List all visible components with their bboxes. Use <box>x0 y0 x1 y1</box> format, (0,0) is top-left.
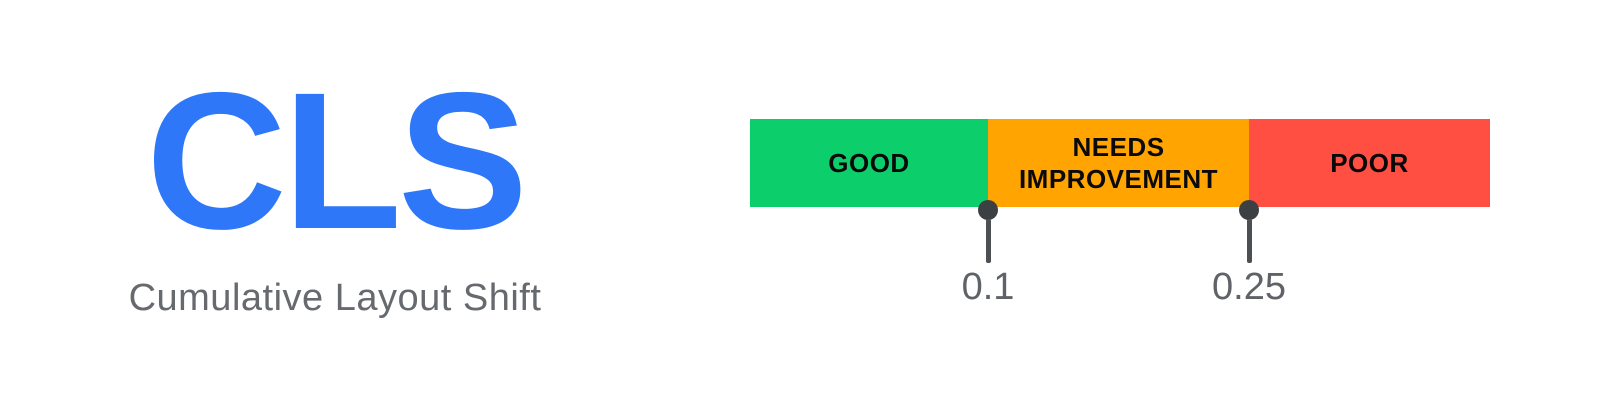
scale-segment-poor: POOR <box>1249 119 1490 207</box>
metric-abbreviation: CLS <box>146 52 528 270</box>
metric-full-name: Cumulative Layout Shift <box>128 277 542 319</box>
threshold-value: 0.1 <box>961 266 1015 308</box>
scale-segment-needs-improvement: NEEDS IMPROVEMENT <box>988 119 1249 207</box>
threshold-dot-icon <box>978 200 998 220</box>
scale-segment-poor-label: POOR <box>1330 147 1409 178</box>
cls-scale-bar: GOOD NEEDS IMPROVEMENT POOR <box>750 119 1490 207</box>
scale-segment-needs-improvement-label: NEEDS IMPROVEMENT <box>1018 131 1219 195</box>
threshold-value: 0.25 <box>1212 266 1286 308</box>
scale-segment-good-label: GOOD <box>828 147 910 178</box>
threshold-stem <box>1247 219 1252 263</box>
scale-segment-good: GOOD <box>750 119 988 207</box>
threshold-stem <box>986 219 991 263</box>
threshold-dot-icon <box>1239 200 1259 220</box>
